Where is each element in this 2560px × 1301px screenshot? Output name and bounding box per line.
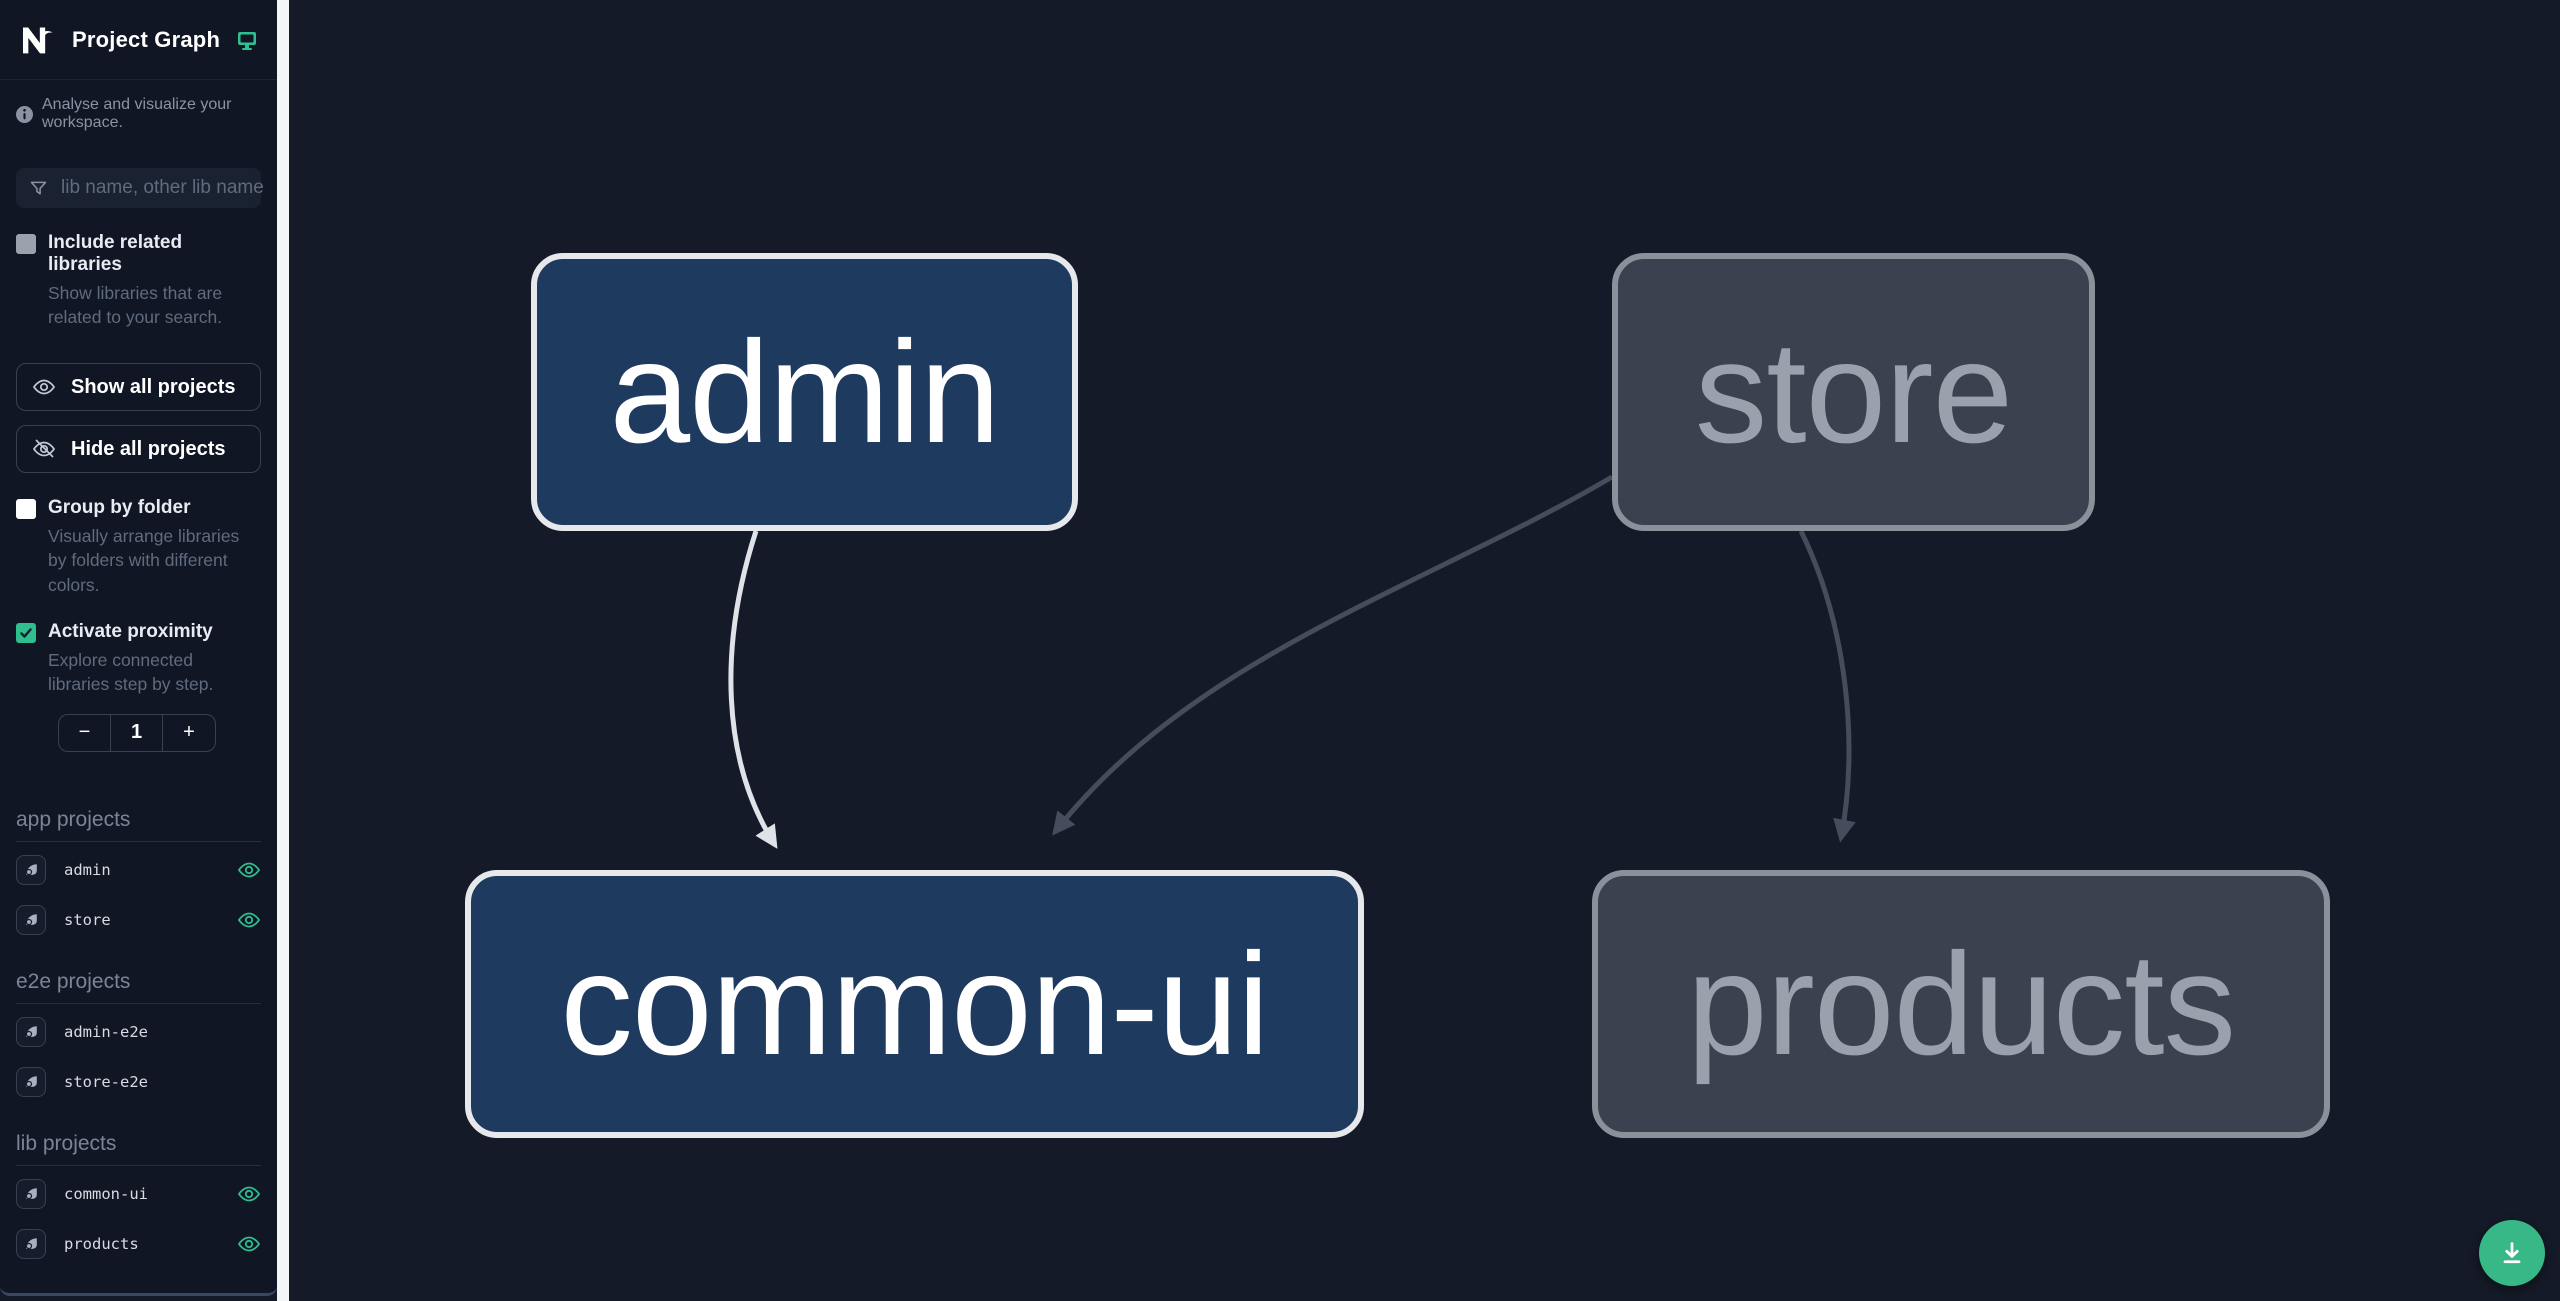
- focus-project-button[interactable]: [16, 1228, 46, 1259]
- show-all-projects-label: Show all projects: [71, 375, 236, 398]
- app-title: Project Graph: [72, 26, 221, 52]
- filter-funnel-icon: [28, 178, 49, 199]
- focus-icon: [25, 1026, 37, 1038]
- nx-logo-icon: [18, 20, 58, 60]
- project-graph-canvas[interactable]: admin store common-ui products: [289, 0, 2560, 1301]
- project-row-store-e2e: store-e2e: [0, 1060, 277, 1104]
- focus-icon: [25, 1238, 37, 1250]
- project-name[interactable]: store-e2e: [64, 1072, 148, 1091]
- eye-icon: [32, 375, 56, 399]
- project-row-admin: admin: [0, 848, 277, 892]
- proximity-decrement-button[interactable]: −: [59, 714, 111, 751]
- sidebar-resizer-handle[interactable]: [277, 0, 289, 1301]
- tagline-text: Analyse and visualize your workspace.: [42, 96, 232, 131]
- focus-icon: [25, 864, 37, 876]
- graph-node-admin[interactable]: admin: [531, 253, 1078, 531]
- focus-project-button[interactable]: [16, 904, 46, 935]
- project-name[interactable]: products: [64, 1234, 139, 1253]
- filter-box: [16, 168, 277, 208]
- focus-project-button[interactable]: [16, 854, 46, 885]
- focus-icon: [25, 914, 37, 926]
- section-lib-projects: lib projects common-ui: [0, 1132, 277, 1266]
- section-heading: app projects: [16, 808, 261, 842]
- filter-input[interactable]: [61, 177, 277, 199]
- edge-store-to-products[interactable]: [1798, 529, 1856, 843]
- section-e2e-projects: e2e projects admin-e2e store-e2e: [0, 970, 277, 1104]
- download-icon: [2503, 1242, 2521, 1264]
- project-row-store: store: [0, 898, 277, 942]
- activate-proximity-row: Activate proximity Explore connected lib…: [0, 621, 277, 696]
- node-label: admin: [609, 310, 1001, 473]
- activate-proximity-label: Activate proximity: [48, 620, 213, 642]
- node-label: store: [1694, 310, 2013, 473]
- include-related-label: Include related libraries: [48, 232, 183, 275]
- group-by-folder-row: Group by folder Visually arrange librari…: [0, 497, 277, 596]
- proximity-increment-button[interactable]: +: [183, 721, 195, 744]
- project-name[interactable]: store: [64, 910, 111, 929]
- hide-all-projects-label: Hide all projects: [71, 437, 226, 460]
- checkmark-icon: [20, 628, 32, 638]
- include-related-description: Show libraries that are related to your …: [48, 283, 223, 328]
- info-icon: [16, 105, 33, 123]
- graph-node-products[interactable]: products: [1592, 870, 2330, 1138]
- project-name[interactable]: common-ui: [64, 1184, 148, 1203]
- focus-project-button[interactable]: [16, 1016, 46, 1047]
- group-by-folder-description: Visually arrange libraries by folders wi…: [48, 526, 240, 595]
- project-name[interactable]: admin-e2e: [64, 1022, 148, 1041]
- focus-project-button[interactable]: [16, 1066, 46, 1097]
- visibility-eye-icon[interactable]: [237, 908, 261, 932]
- include-related-checkbox[interactable]: [16, 234, 36, 254]
- rankdir-monitor-icon[interactable]: [235, 28, 259, 52]
- show-all-projects-button[interactable]: Show all projects: [16, 363, 261, 412]
- section-heading: e2e projects: [16, 970, 261, 1004]
- tagline: Analyse and visualize your workspace.: [16, 96, 261, 132]
- focus-icon: [25, 1076, 37, 1088]
- edge-admin-to-common-ui[interactable]: [728, 530, 778, 849]
- visibility-eye-icon[interactable]: [237, 1232, 261, 1256]
- download-image-button[interactable]: [2479, 1220, 2545, 1286]
- focus-project-button[interactable]: [16, 1178, 46, 1209]
- group-by-folder-checkbox[interactable]: [16, 499, 36, 520]
- section-heading: lib projects: [16, 1132, 261, 1166]
- proximity-stepper: − 1 +: [58, 713, 216, 752]
- sidebar: Project Graph Analyse and visualize your…: [0, 0, 277, 1296]
- proximity-value: 1: [111, 714, 163, 751]
- group-by-folder-label: Group by folder: [48, 497, 191, 519]
- edge-store-to-common-ui[interactable]: [1052, 474, 1614, 836]
- activate-proximity-description: Explore connected libraries step by step…: [48, 649, 214, 694]
- project-row-admin-e2e: admin-e2e: [0, 1010, 277, 1054]
- visibility-eye-icon[interactable]: [237, 1182, 261, 1206]
- include-related-row: Include related libraries Show libraries…: [0, 232, 277, 329]
- node-label: common-ui: [560, 922, 1269, 1085]
- visibility-eye-icon[interactable]: [237, 858, 261, 882]
- project-row-common-ui: common-ui: [0, 1172, 277, 1216]
- activate-proximity-checkbox[interactable]: [16, 622, 36, 643]
- dependency-edges: [728, 474, 1856, 849]
- hide-all-projects-button[interactable]: Hide all projects: [16, 425, 261, 474]
- graph-node-store[interactable]: store: [1612, 253, 2095, 531]
- graph-node-common-ui[interactable]: common-ui: [465, 870, 1364, 1138]
- eye-off-icon: [32, 437, 56, 461]
- section-app-projects: app projects admin sto: [0, 808, 277, 942]
- sidebar-header: Project Graph: [0, 0, 277, 80]
- project-name[interactable]: admin: [64, 860, 111, 879]
- project-row-products: products: [0, 1222, 277, 1266]
- focus-icon: [25, 1188, 37, 1200]
- node-label: products: [1686, 922, 2236, 1085]
